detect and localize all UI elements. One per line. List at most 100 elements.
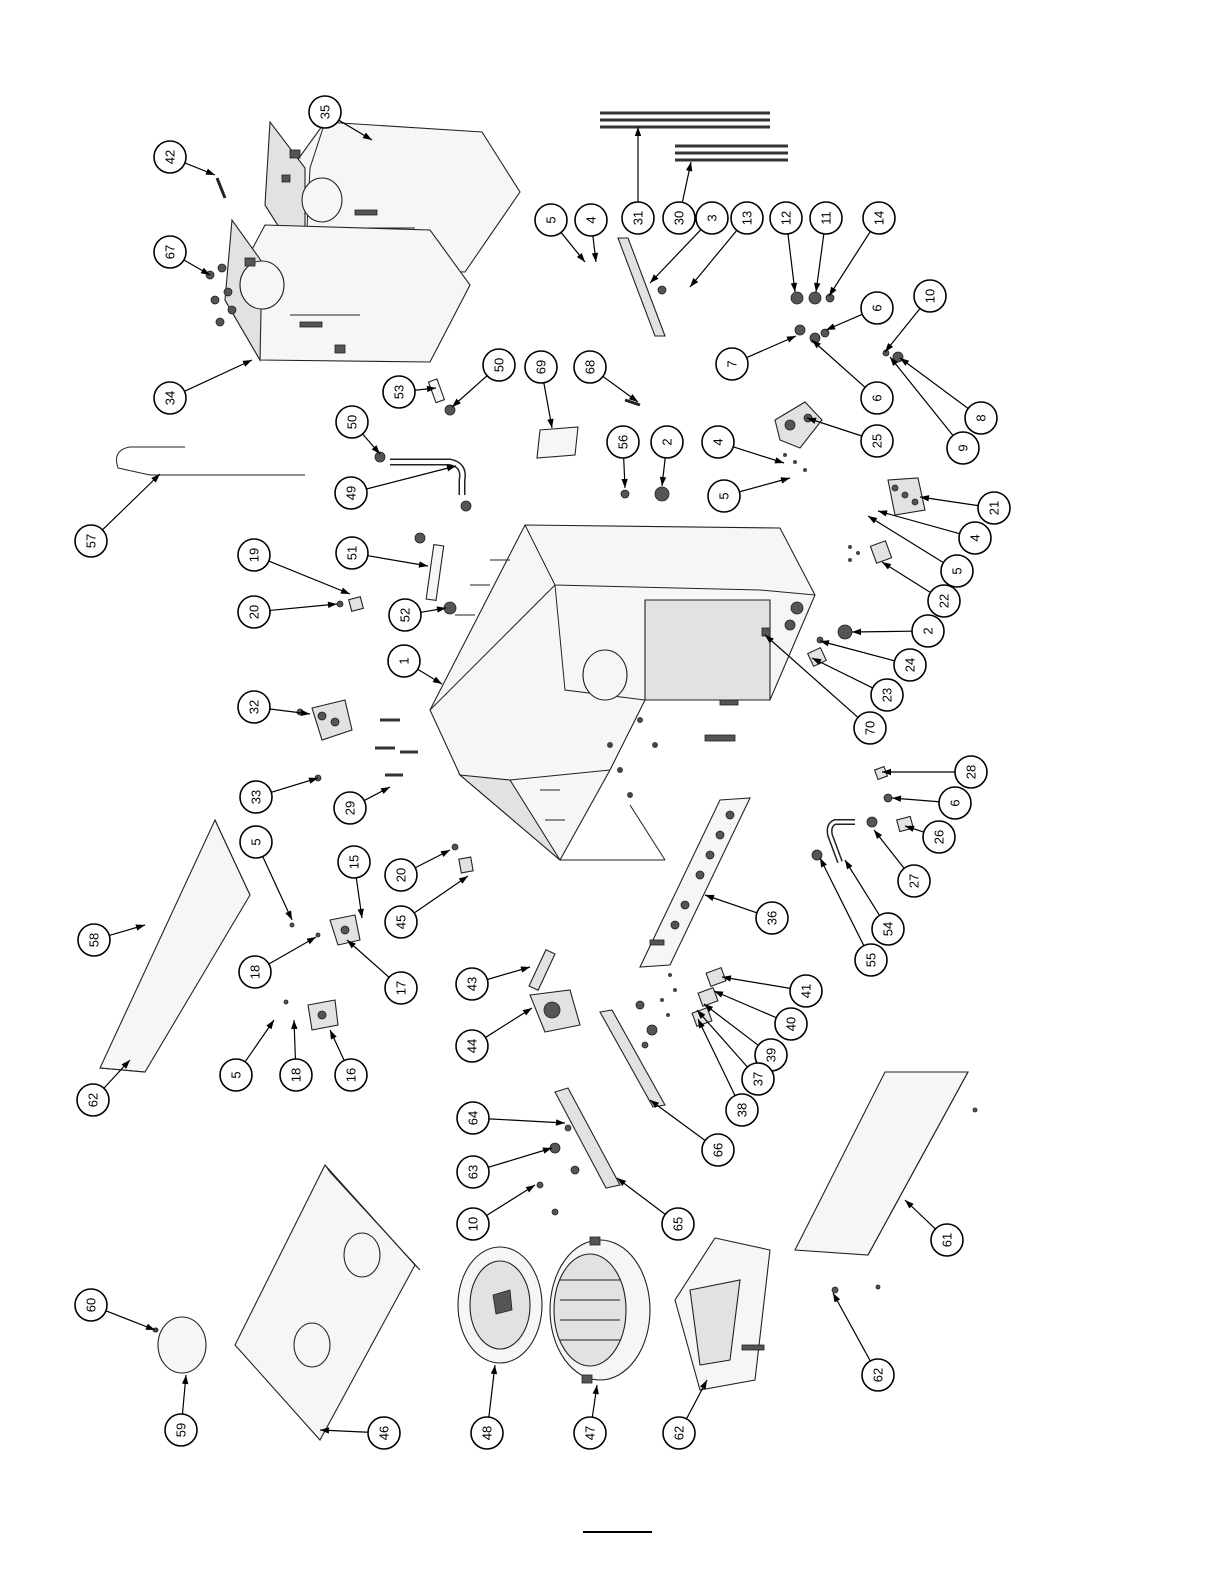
leader-arrowhead bbox=[892, 796, 901, 802]
callout-18: 18 bbox=[280, 1020, 312, 1091]
leader-arrowhead bbox=[433, 677, 442, 684]
callout-number: 22 bbox=[937, 594, 952, 608]
callout-number: 27 bbox=[907, 874, 922, 888]
part-straight-tube bbox=[426, 545, 444, 601]
part-bracket-plate bbox=[312, 700, 352, 740]
leader-arrowhead bbox=[791, 283, 797, 292]
callout-20: 20 bbox=[385, 850, 450, 891]
part-cable bbox=[117, 447, 306, 475]
callout-60: 60 bbox=[75, 1289, 155, 1330]
leader-arrowhead bbox=[459, 876, 468, 884]
callout-number: 40 bbox=[784, 1017, 799, 1031]
callout-number: 21 bbox=[987, 501, 1002, 515]
callout-46: 46 bbox=[320, 1417, 400, 1449]
callout-54: 54 bbox=[845, 860, 904, 945]
leader-arrowhead bbox=[900, 358, 909, 366]
callout-number: 24 bbox=[903, 658, 918, 672]
callout-50: 50 bbox=[336, 406, 380, 454]
callout-26: 26 bbox=[905, 821, 955, 853]
callout-number: 33 bbox=[249, 790, 264, 804]
part-heater-rods-long bbox=[600, 113, 770, 127]
leader-line bbox=[812, 340, 865, 387]
leader-arrowhead bbox=[328, 602, 337, 608]
leader-line bbox=[102, 474, 160, 530]
callout-48: 48 bbox=[471, 1365, 503, 1449]
leader-line bbox=[714, 991, 776, 1018]
callout-number: 6 bbox=[948, 799, 963, 806]
part-frame bbox=[675, 1238, 770, 1390]
leader-arrowhead bbox=[242, 360, 252, 367]
leader-arrowhead bbox=[446, 465, 456, 471]
leader-arrowhead bbox=[547, 419, 553, 428]
callout-number: 62 bbox=[871, 1368, 886, 1382]
leader-line bbox=[185, 360, 252, 391]
leader-arrowhead bbox=[774, 457, 784, 463]
callout-number: 37 bbox=[751, 1072, 766, 1086]
part-terminal-strip bbox=[529, 950, 555, 990]
leader-arrowhead bbox=[826, 323, 836, 330]
leader-line bbox=[829, 231, 870, 296]
leader-line bbox=[650, 1100, 705, 1141]
part-control-panel bbox=[640, 798, 750, 967]
callout-number: 13 bbox=[740, 211, 755, 225]
callout-number: 25 bbox=[870, 434, 885, 448]
callout-17: 17 bbox=[347, 940, 417, 1004]
part-rods-small bbox=[375, 720, 418, 775]
callout-number: 67 bbox=[163, 245, 178, 259]
callout-number: 38 bbox=[735, 1103, 750, 1117]
callout-number: 30 bbox=[672, 211, 687, 225]
leader-line bbox=[690, 230, 737, 287]
leader-arrowhead bbox=[205, 169, 215, 175]
leader-line bbox=[489, 1119, 565, 1123]
callout-67: 67 bbox=[154, 236, 210, 275]
callout-number: 56 bbox=[616, 435, 631, 449]
callout-number: 54 bbox=[881, 922, 896, 936]
leader-arrowhead bbox=[814, 283, 820, 292]
leader-line bbox=[414, 876, 468, 913]
callout-36: 36 bbox=[705, 895, 788, 934]
callout-number: 50 bbox=[492, 358, 507, 372]
leader-arrowhead bbox=[291, 1020, 297, 1029]
callout-61: 61 bbox=[905, 1200, 963, 1256]
callout-number: 60 bbox=[84, 1298, 99, 1312]
callout-number: 39 bbox=[764, 1048, 779, 1062]
callout-39: 39 bbox=[704, 1004, 787, 1071]
callout-56: 56 bbox=[607, 426, 639, 488]
part-bottom-panel bbox=[235, 1165, 420, 1440]
leader-line bbox=[812, 658, 873, 688]
callout-66: 66 bbox=[650, 1100, 734, 1166]
callout-15: 15 bbox=[338, 846, 370, 918]
callout-33: 33 bbox=[240, 778, 318, 813]
part-side-panel-left bbox=[100, 820, 250, 1072]
callout-27: 27 bbox=[874, 830, 930, 897]
part-thermostat bbox=[330, 915, 360, 945]
leader-arrowhead bbox=[358, 909, 364, 918]
leader-line bbox=[617, 1178, 665, 1214]
leader-line bbox=[845, 860, 880, 915]
callout-number: 48 bbox=[480, 1426, 495, 1440]
callout-25: 25 bbox=[807, 418, 893, 457]
callout-number: 31 bbox=[631, 211, 646, 225]
callout-44: 44 bbox=[456, 1008, 532, 1062]
part-drum-front bbox=[458, 1247, 542, 1363]
leader-line bbox=[900, 358, 968, 408]
callout-number: 47 bbox=[583, 1426, 598, 1440]
callout-68: 68 bbox=[574, 351, 638, 402]
callout-4: 4 bbox=[575, 204, 607, 262]
callout-23: 23 bbox=[812, 658, 903, 711]
callout-number: 70 bbox=[863, 721, 878, 735]
leader-arrowhead bbox=[882, 562, 891, 570]
callout-58: 58 bbox=[78, 924, 145, 956]
callout-number: 29 bbox=[343, 801, 358, 815]
callout-number: 6 bbox=[870, 304, 885, 311]
leader-line bbox=[722, 977, 790, 988]
callout-20: 20 bbox=[238, 596, 337, 628]
leader-arrowhead bbox=[868, 516, 877, 523]
leader-arrowhead bbox=[833, 1293, 840, 1302]
callout-number: 3 bbox=[705, 214, 720, 221]
callout-43: 43 bbox=[456, 966, 530, 1000]
callout-number: 9 bbox=[956, 444, 971, 451]
part-cavity-box-lower bbox=[225, 220, 470, 362]
callout-number: 57 bbox=[84, 534, 99, 548]
